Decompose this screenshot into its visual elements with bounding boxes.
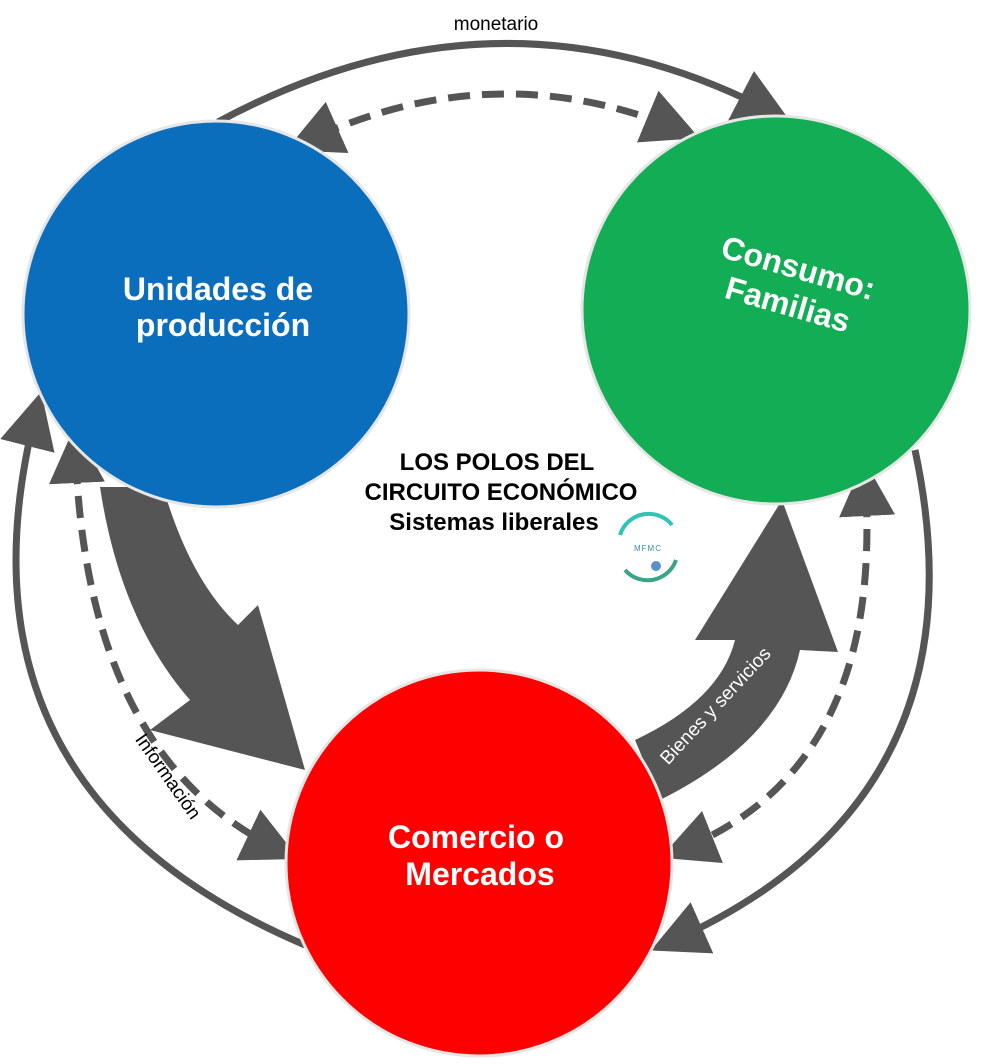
mfmc-logo: MFMC: [616, 511, 680, 583]
title-line3: Sistemas liberales: [389, 509, 598, 536]
goods-services-arrow: [635, 500, 838, 800]
production-to-markets-arrow: [100, 487, 305, 770]
production-node: [21, 119, 411, 509]
info-arrow-top: [286, 90, 700, 154]
consumption-node: [580, 114, 972, 506]
title-line2: CIRCUITO ECONÓMICO: [365, 478, 638, 506]
info-arrow-left: [49, 427, 299, 861]
title-line1: LOS POLOS DEL: [400, 449, 595, 476]
info-arrow-right: [660, 460, 896, 863]
production-label-line1: Unidades de: [123, 271, 313, 307]
production-label-line2: producción: [136, 307, 310, 343]
monetary-label: monetario: [454, 14, 539, 35]
markets-node: [284, 668, 674, 1058]
monetary-arrow-top: [216, 39, 791, 126]
markets-label-line1: Comercio o: [388, 819, 564, 855]
markets-label-line2: Mercados: [405, 856, 554, 892]
logo-text: MFMC: [634, 544, 662, 553]
information-label: Información: [130, 730, 204, 823]
